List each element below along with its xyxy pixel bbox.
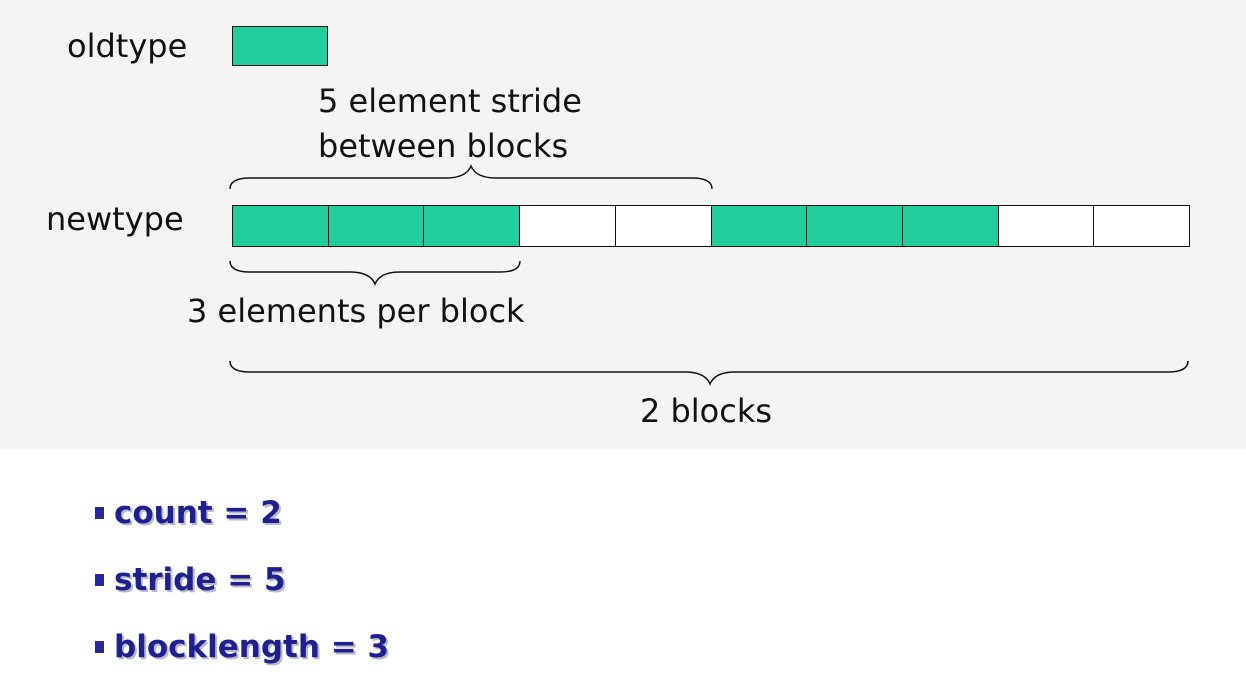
bullet-icon	[95, 573, 104, 586]
oldtype-label: oldtype	[67, 27, 188, 65]
newtype-cell-1	[232, 205, 330, 247]
count-parameter: count = 2	[114, 494, 282, 531]
newtype-label: newtype	[46, 200, 184, 238]
block-brace	[229, 260, 521, 286]
parameter-list: count = 2 stride = 5 blocklength = 3	[95, 479, 389, 674]
blocklength-parameter: blocklength = 3	[114, 628, 390, 665]
count-label: 2 blocks	[639, 392, 773, 430]
list-item: count = 2	[95, 479, 389, 546]
list-item: blocklength = 3	[95, 613, 389, 674]
vector-type-diagram: oldtype 5 element stride between blocks …	[0, 0, 1246, 449]
count-brace	[229, 360, 1189, 386]
stride-brace	[229, 164, 713, 190]
stride-label-line2: between blocks	[318, 127, 569, 165]
block-label: 3 elements per block	[187, 292, 525, 330]
list-item: stride = 5	[95, 546, 389, 613]
bullet-icon	[95, 506, 104, 519]
newtype-cell-5	[614, 205, 712, 247]
newtype-cell-7	[806, 205, 904, 247]
bullet-icon	[95, 640, 104, 653]
newtype-cell-3	[423, 205, 521, 247]
newtype-cell-4	[519, 205, 617, 247]
newtype-cell-8	[901, 205, 1000, 247]
newtype-cell-6	[710, 205, 808, 247]
stride-label-line1: 5 element stride	[318, 82, 582, 120]
newtype-cell-9	[997, 205, 1095, 247]
newtype-cell-10	[1093, 205, 1191, 247]
stride-parameter: stride = 5	[114, 561, 286, 598]
newtype-cell-2	[327, 205, 425, 247]
oldtype-cell	[232, 26, 328, 66]
